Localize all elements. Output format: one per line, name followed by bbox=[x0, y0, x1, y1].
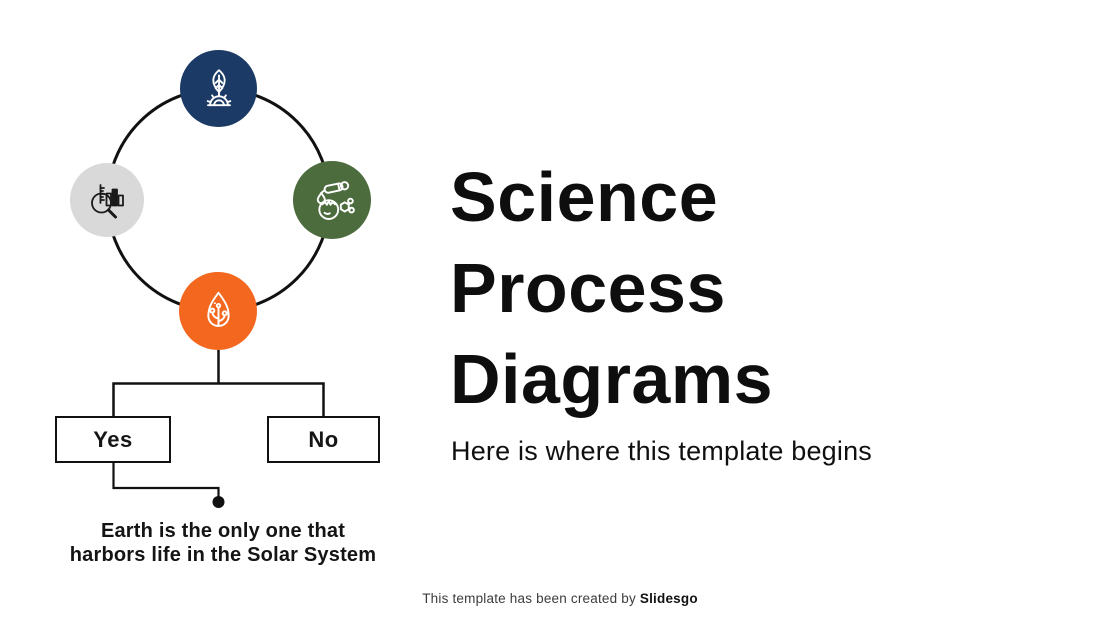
tomato-science-icon bbox=[316, 180, 355, 220]
magnifier-chart-icon bbox=[91, 184, 124, 219]
branch-connector bbox=[112, 382, 325, 416]
footer-brand: Slidesgo bbox=[639, 591, 698, 606]
yes-label: Yes bbox=[93, 426, 133, 452]
yes-box: Yes bbox=[55, 416, 171, 463]
leaf-drop-icon bbox=[206, 291, 230, 327]
subtitle: Here is where this template begins bbox=[451, 436, 873, 466]
footer-credit: This template has been created by Slides… bbox=[0, 591, 1120, 606]
title-line-2: Process bbox=[450, 249, 726, 327]
science-cycle-diagram: Yes No Earth is the only one that harbor… bbox=[0, 0, 440, 580]
node-right bbox=[293, 161, 371, 239]
no-label: No bbox=[308, 426, 339, 452]
node-bottom bbox=[179, 272, 257, 350]
page-title: Science Process Diagrams bbox=[450, 152, 773, 425]
node-left bbox=[70, 163, 144, 237]
title-line-1: Science bbox=[450, 158, 719, 236]
node-top bbox=[180, 50, 257, 127]
diagram-caption: Earth is the only one that harbors life … bbox=[69, 520, 377, 566]
terminal-dot bbox=[212, 496, 225, 508]
leaf-gear-icon bbox=[206, 68, 231, 106]
elbow-connector bbox=[112, 463, 220, 501]
no-box: No bbox=[267, 416, 380, 463]
title-line-3: Diagrams bbox=[450, 340, 774, 418]
footer-text: This template has been created by bbox=[422, 591, 636, 606]
